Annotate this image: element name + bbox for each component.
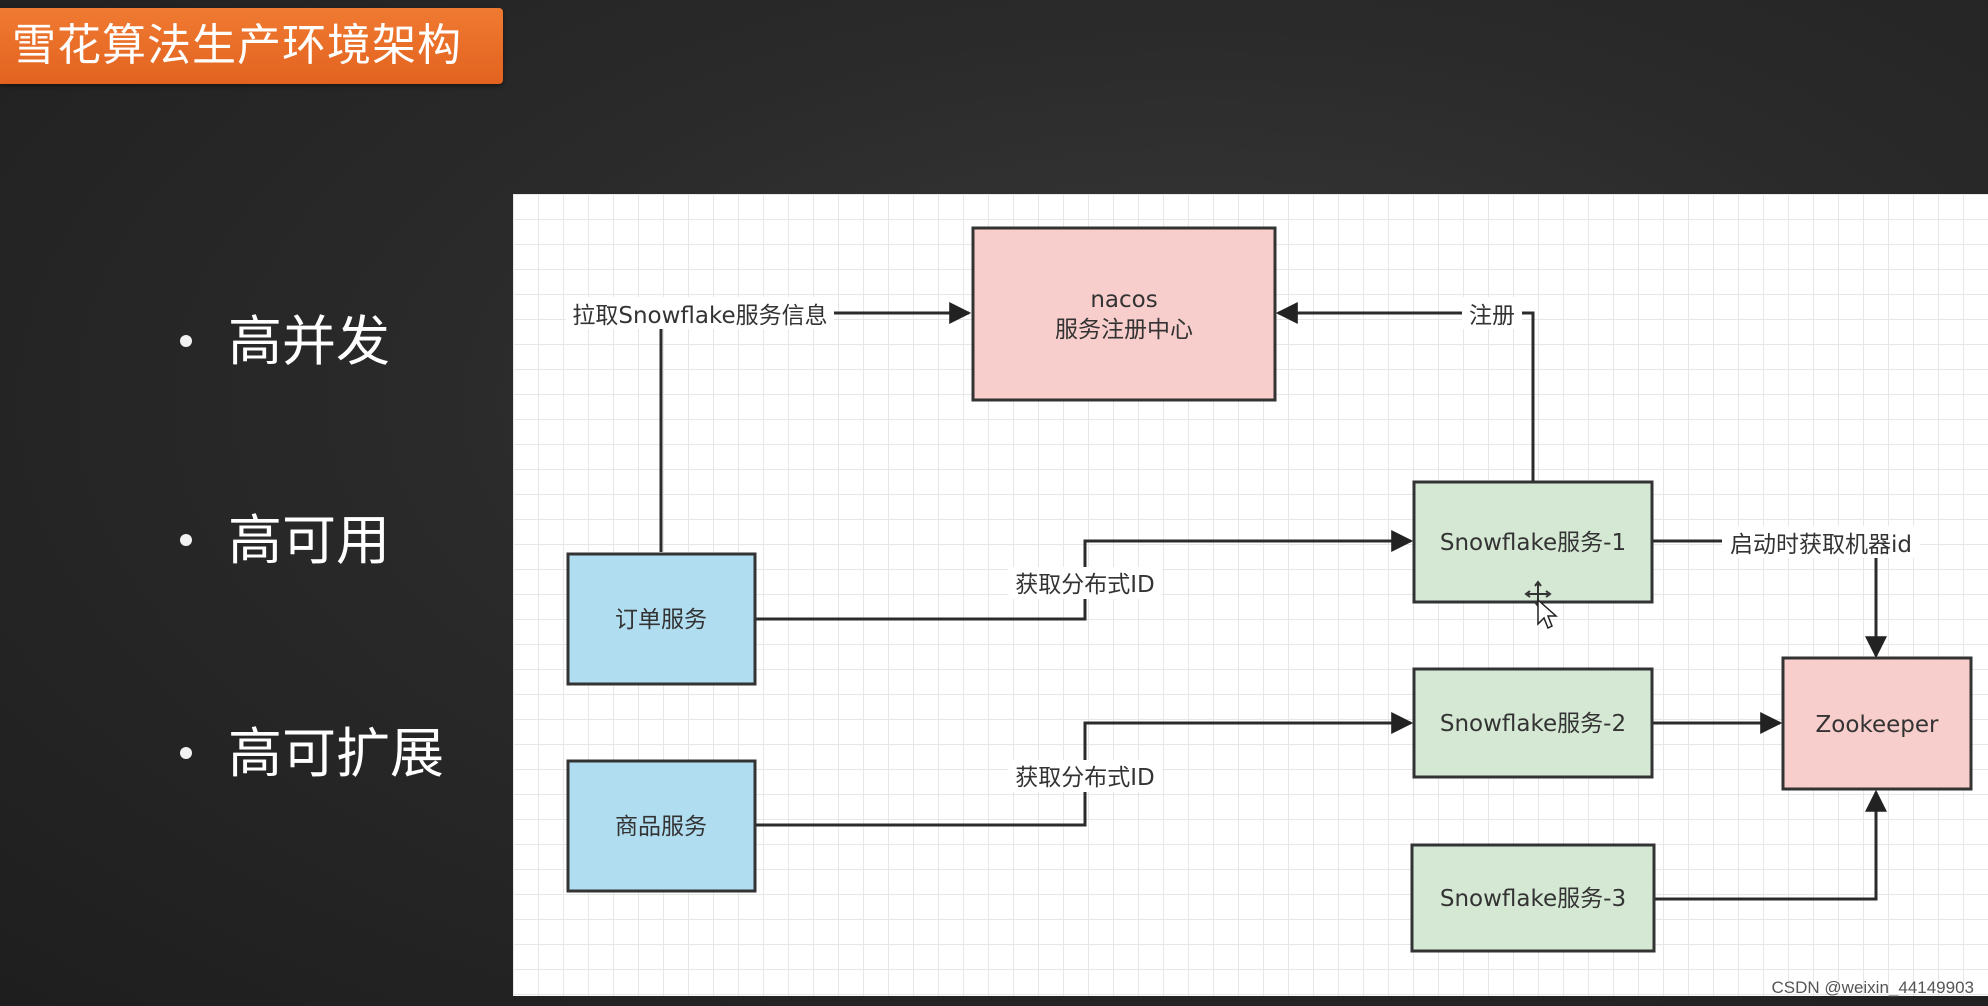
bullet-item: 高可扩展 — [180, 719, 444, 789]
bullet-text: 高可用 — [228, 509, 390, 572]
nacos-sublabel: 服务注册中心 — [1055, 317, 1193, 343]
nacos-node — [971, 226, 1277, 402]
goods-service-node — [566, 759, 757, 893]
page-title: 雪花算法生产环境架构 — [12, 20, 462, 71]
order-service-node — [566, 552, 757, 686]
watermark: CSDN @weixin_44149903 — [1771, 978, 1974, 997]
bullet-dot-icon — [180, 747, 192, 760]
snowflake-3-node — [1410, 843, 1656, 953]
bullet-dot-icon — [180, 534, 192, 547]
snowflake-1-node — [1412, 480, 1654, 604]
edge-pull-line — [659, 302, 972, 552]
goods-service-label: 商品服务 — [615, 814, 707, 840]
snowflake-2-label: Snowflake服务-2 — [1440, 711, 1626, 737]
edge-pull-label: 拉取Snowflake服务信息 — [572, 303, 827, 329]
bullet-item: 高并发 — [180, 307, 390, 377]
title-banner: 雪花算法生产环境架构 — [0, 8, 503, 84]
edge-sf3-zk-line — [1655, 789, 1887, 901]
snowflake-3-label: Snowflake服务-3 — [1440, 886, 1626, 912]
edge-register-line — [1275, 302, 1535, 482]
zookeeper-node — [1781, 656, 1973, 791]
bullet-item: 高可用 — [180, 506, 390, 576]
edge-machine-id-line — [1652, 539, 1887, 659]
nacos-label: nacos — [1090, 287, 1157, 313]
order-service-label: 订单服务 — [615, 607, 707, 633]
edge-get-id-2-label: 获取分布式ID — [1015, 765, 1155, 791]
edge-register-label: 注册 — [1469, 303, 1515, 329]
edge-machine-id-label: 启动时获取机器id — [1730, 532, 1912, 558]
snowflake-1-label: Snowflake服务-1 — [1440, 530, 1626, 556]
bullet-dot-icon — [180, 335, 192, 348]
edge-get-id-1-label: 获取分布式ID — [1015, 572, 1155, 598]
zookeeper-label: Zookeeper — [1816, 712, 1939, 738]
bullet-text: 高可扩展 — [228, 722, 444, 785]
snowflake-2-node — [1412, 667, 1654, 779]
mouse-cursor-icon — [1524, 580, 1558, 630]
bullet-text: 高并发 — [228, 310, 390, 373]
